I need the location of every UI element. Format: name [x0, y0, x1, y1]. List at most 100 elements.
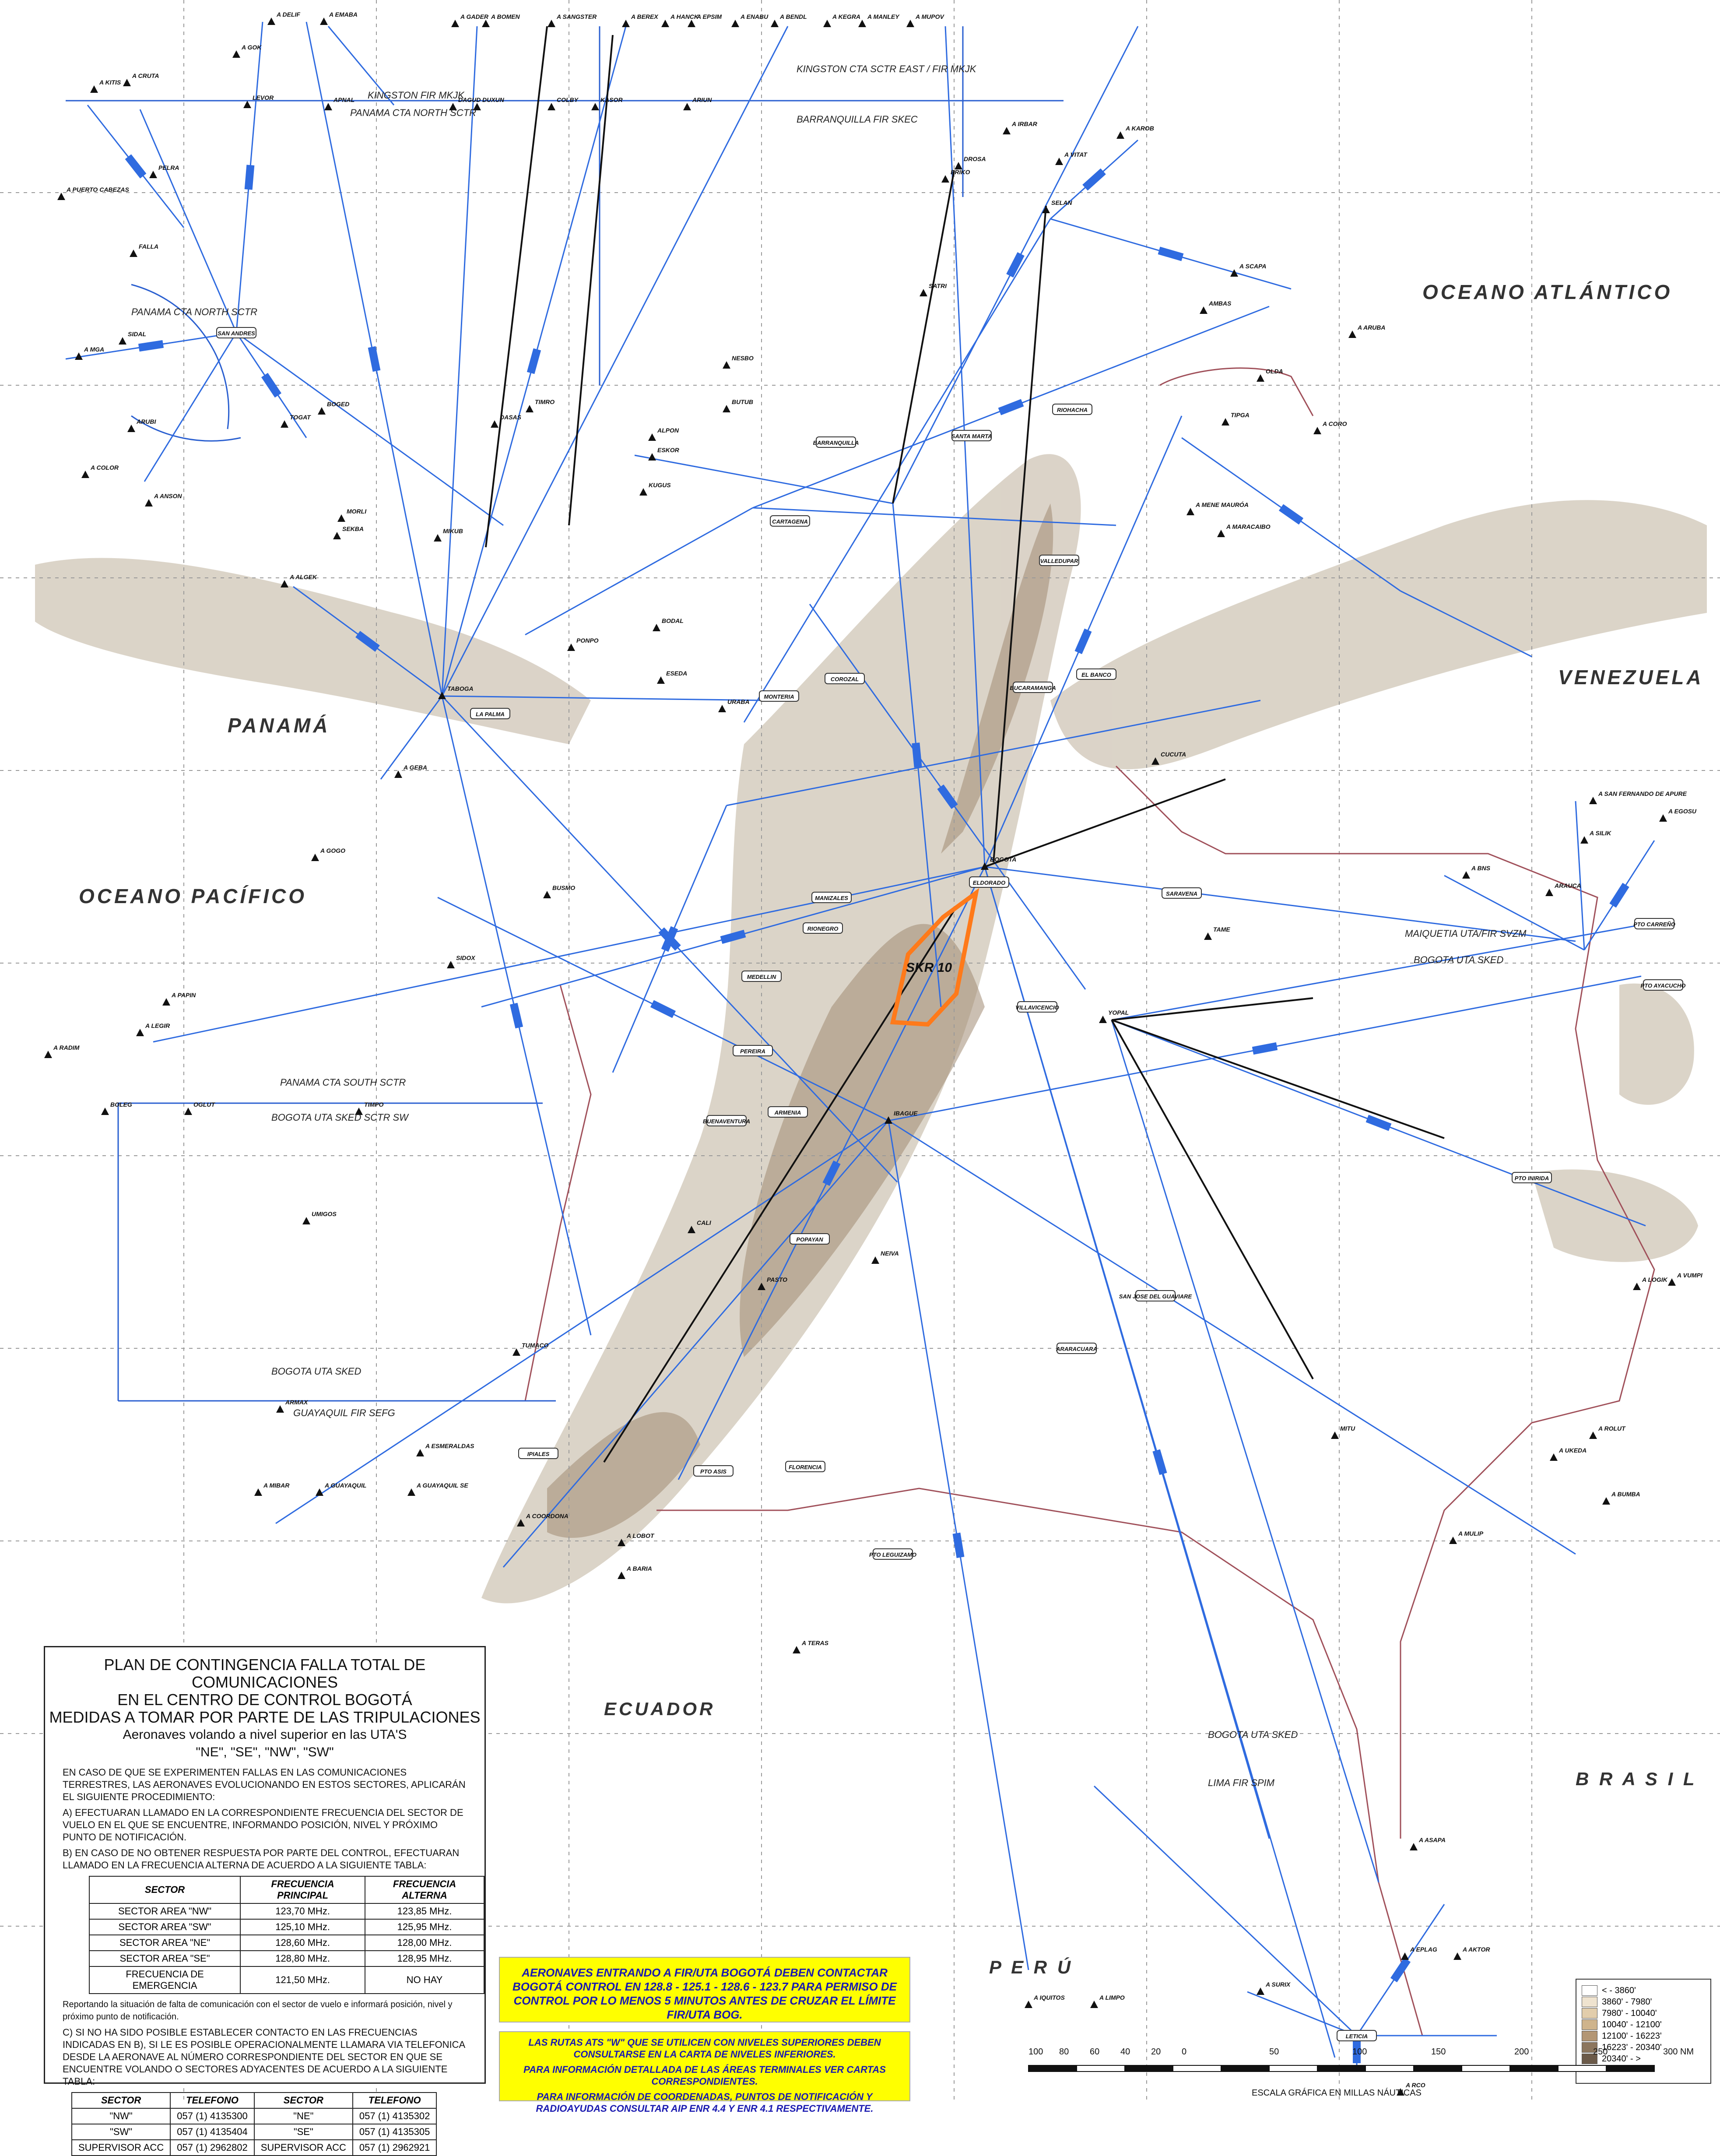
airway-designator [368, 346, 381, 372]
navaid-box [1013, 682, 1053, 693]
waypoint: A BOMEN [482, 13, 520, 27]
waypoint-label: A BENDL [779, 13, 807, 20]
waypoint: DASAS [491, 414, 522, 428]
waypoint-label: VILLAVICENCIO [1015, 1004, 1059, 1011]
waypoint: A SANGSTER [548, 13, 597, 27]
waypoint: A BENDL [771, 13, 807, 27]
navaid-box [811, 892, 852, 903]
contingency-b-note: Reportando la situación de falta de comu… [63, 2000, 453, 2022]
waypoint-triangle [90, 85, 98, 93]
waypoint: RIOHACHA [1052, 404, 1092, 415]
waypoint: A IQUITOS [1025, 1994, 1065, 2008]
waypoint-label: BOGED [327, 401, 349, 408]
waypoint: LETICIA [1337, 2030, 1377, 2041]
waypoint-triangle [1003, 127, 1011, 134]
waypoint-triangle [1462, 871, 1470, 879]
airway-designator [822, 1160, 841, 1186]
waypoint-label: TABOGA [447, 685, 474, 692]
waypoint: VILLAVICENCIO [1015, 1001, 1059, 1013]
waypoint: A ASAPA [1410, 1836, 1446, 1850]
scale-segment [1221, 2065, 1270, 2072]
waypoint: UMIGOS [302, 1210, 337, 1224]
waypoint-label: TUMACO [522, 1342, 549, 1349]
contingency-panel: PLAN DE CONTINGENCIA FALLA TOTAL DE COMU… [44, 1646, 486, 2156]
waypoint: ESKOR [648, 447, 680, 461]
freq-cell: 128,80 MHz. [240, 1950, 366, 1967]
waypoint-triangle [451, 20, 459, 27]
legend-swatch [1582, 2019, 1597, 2030]
fir-panama-north-label: PANAMA CTA NORTH SCTR [350, 107, 476, 118]
waypoint: KUGUS [639, 482, 671, 496]
legend-swatch [1582, 1985, 1597, 1996]
navaid-box [518, 1448, 558, 1459]
waypoint: EL BANCO [1076, 668, 1116, 680]
waypoint-label: A SAN FERNANDO DE APURE [1598, 790, 1687, 797]
waypoint-label: A TERAS [801, 1639, 829, 1646]
waypoint: RIONEGRO [803, 922, 843, 934]
waypoint-triangle [57, 193, 65, 200]
phone-row: "NW"057 (1) 4135300"NE"057 (1) 4135302 [71, 2108, 437, 2124]
airway-designator [138, 340, 164, 352]
waypoint-triangle [517, 1519, 525, 1526]
fir-boundaries [66, 26, 1064, 1402]
waypoint-label: A MULIP [1458, 1530, 1484, 1537]
waypoint: SAN ANDRES [216, 327, 256, 338]
waypoint: OLDA [1257, 368, 1283, 382]
waypoint: A VITAT [1055, 151, 1088, 165]
legend-item: 3860' - 7980' [1582, 1996, 1705, 2008]
waypoint-triangle [75, 352, 83, 360]
waypoint-triangle [981, 862, 989, 870]
waypoint-label: A LIMPO [1099, 1994, 1125, 2001]
waypoint-label: A GUAYAQUIL SE [416, 1482, 468, 1489]
waypoint: A EPSIM [688, 13, 722, 27]
waypoint-label: SIDOX [456, 954, 476, 961]
fir-kingston-cta-label: KINGSTON CTA SCTR EAST / FIR MKJK [797, 63, 977, 74]
waypoint-label: A UKEDA [1559, 1447, 1587, 1454]
navaid-box [1135, 1290, 1176, 1301]
waypoint: ERIKO [941, 169, 970, 183]
waypoint-triangle [543, 891, 551, 898]
scale-segment [1028, 2065, 1077, 2072]
waypoint-triangle [130, 250, 137, 257]
waypoint-label: IPIALES [527, 1451, 550, 1457]
waypoint-triangle [281, 580, 288, 587]
waypoint-triangle [823, 20, 831, 27]
waypoint-label: AMBAS [1208, 300, 1232, 307]
waypoint: PEREIRA [733, 1045, 773, 1056]
contingency-title-line: PLAN DE CONTINGENCIA FALLA TOTAL DE COMU… [104, 1656, 426, 1691]
waypoint-triangle [1348, 331, 1356, 338]
waypoint-label: ARARACUARA [1056, 1346, 1097, 1352]
airway-designator [720, 929, 746, 944]
phone-cell: 057 (1) 4135305 [352, 2124, 437, 2140]
airway-designator [1353, 2039, 1361, 2063]
waypoint-triangle [184, 1108, 192, 1115]
waypoint-triangle [885, 1116, 892, 1124]
waypoint: A ENABU [731, 13, 769, 27]
scale-segment [1365, 2065, 1414, 2072]
label-brasil: B R A S I L [1576, 1769, 1697, 1789]
waypoint-triangle [648, 453, 656, 461]
waypoint-label: A BUMBA [1611, 1491, 1640, 1498]
waypoint-label: A COORDONA [526, 1512, 569, 1519]
waypoint-triangle [731, 20, 739, 27]
waypoint: A COLOR [81, 464, 119, 478]
waypoint-triangle [1025, 2001, 1032, 2008]
waypoint-label: A ROLUT [1598, 1425, 1626, 1432]
waypoint: A BNS [1462, 865, 1491, 879]
waypoint: BUENAVENTURA [703, 1115, 750, 1126]
waypoint-triangle [1633, 1283, 1641, 1290]
freq-row: SECTOR AREA "SW"125,10 MHz.125,95 MHz. [88, 1919, 484, 1935]
waypoint: BOGOTA [981, 856, 1016, 870]
waypoint-triangle [1230, 269, 1238, 277]
waypoint-triangle [941, 175, 949, 183]
waypoint-triangle [1410, 1843, 1418, 1850]
phone-cell: "NW" [71, 2108, 171, 2124]
waypoint-label: TIMPO [364, 1101, 383, 1108]
phone-row: "SW"057 (1) 4135404"SE"057 (1) 4135305 [71, 2124, 437, 2140]
waypoint: A GOGO [311, 847, 345, 861]
waypoint-triangle [618, 1539, 625, 1546]
navaid-box [1337, 2030, 1377, 2041]
waypoint: A LOGIK [1633, 1276, 1668, 1290]
waypoint-label: A ASAPA [1418, 1836, 1446, 1843]
waypoint-label: BUENAVENTURA [703, 1118, 750, 1125]
